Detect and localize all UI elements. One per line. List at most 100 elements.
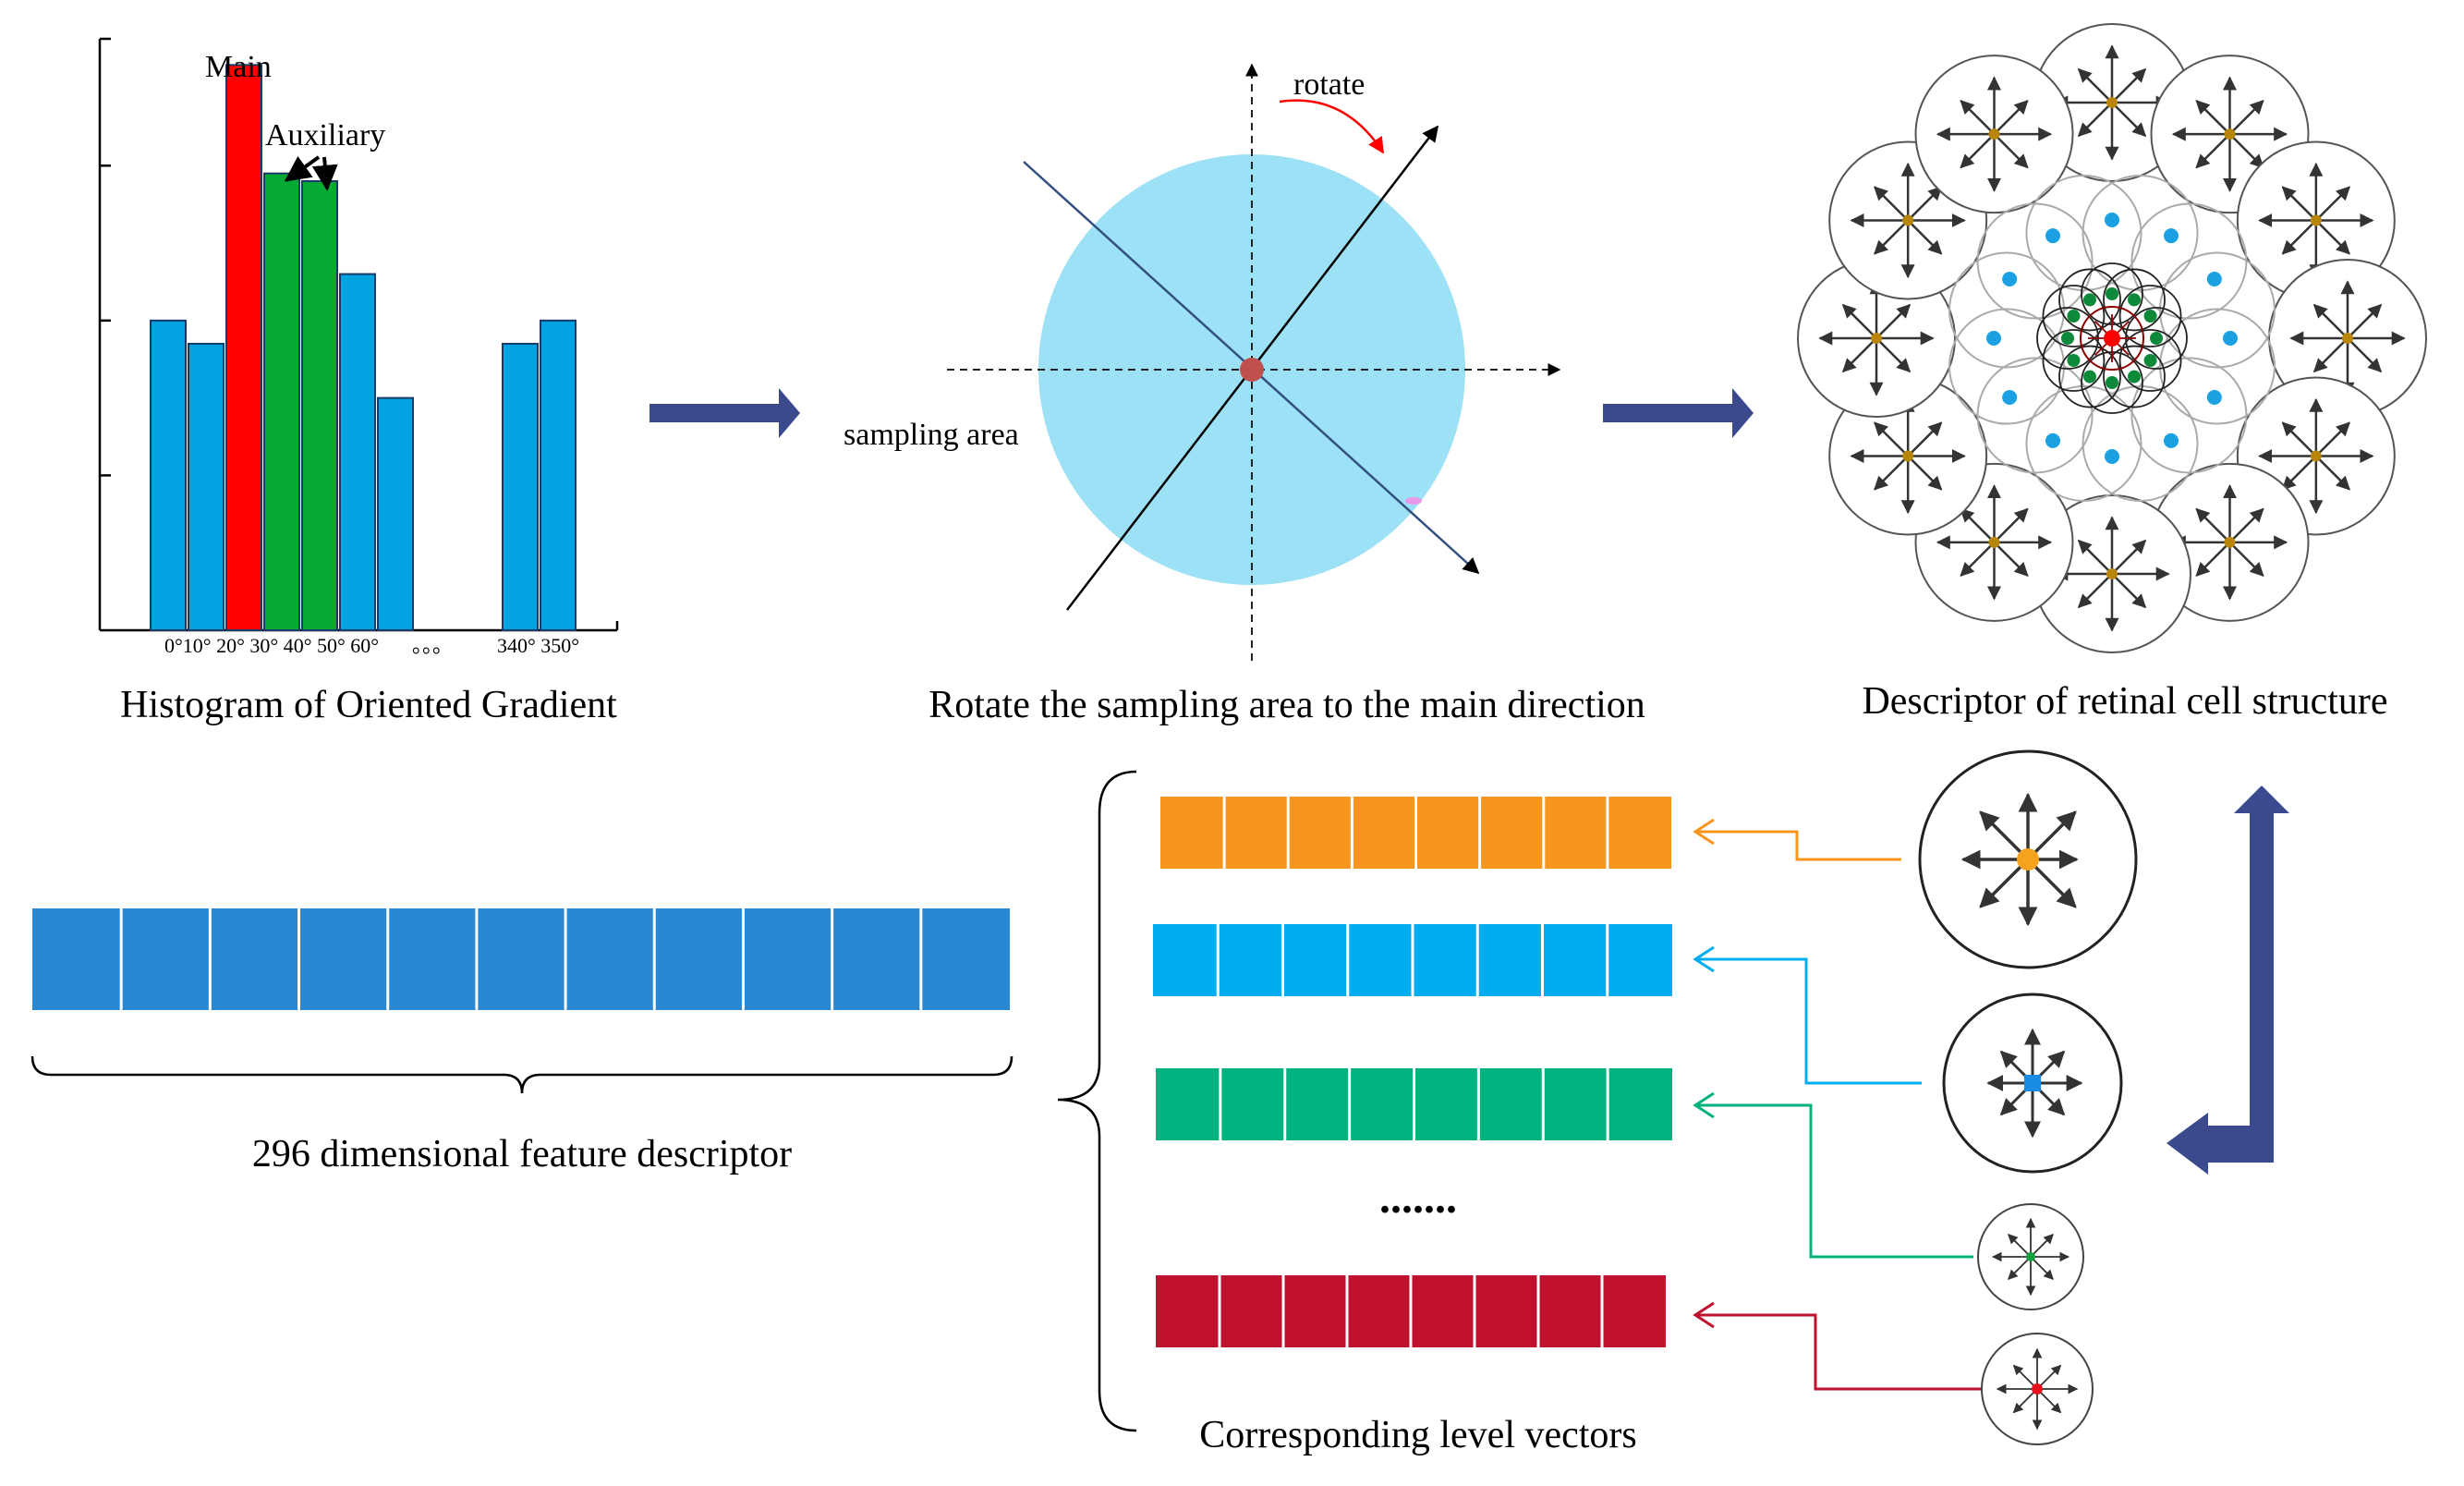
- level-ellipsis: .......: [1379, 1174, 1457, 1223]
- gradient-arrow: [2195, 133, 2231, 169]
- main-label: Main: [205, 50, 272, 84]
- inner-ring-circle: [2118, 329, 2182, 392]
- level-caption: Corresponding level vectors: [1199, 1414, 1637, 1456]
- gradient-arrow: [2195, 507, 2231, 543]
- gradient-arrow: [2111, 102, 2147, 138]
- gradient-arrow: [2077, 67, 2113, 104]
- feature-brace: [30, 1055, 1014, 1094]
- gradient-arrow: [1993, 541, 2029, 577]
- connector-orange-head: [1693, 818, 1715, 846]
- histogram-chart: Main Auxiliary 0°10° 20° 30° 40° 50° 60°…: [98, 37, 619, 726]
- hist-bar-10°: [188, 342, 225, 631]
- hist-bar-30°: [263, 172, 300, 631]
- connector-blue-head: [1693, 945, 1715, 973]
- mid-ring-circle: [2025, 175, 2142, 292]
- mid-ring-dot: [2206, 390, 2222, 405]
- cell-center: [1902, 214, 1914, 226]
- center-dot: [2104, 330, 2120, 347]
- gradient-arrow: [2228, 541, 2264, 577]
- rotate-arrow: [1279, 99, 1385, 154]
- cell-center: [1902, 450, 1914, 462]
- hist-bar-50°: [339, 273, 376, 631]
- gradient-arrow: [1960, 100, 1996, 136]
- feature-caption: 296 dimensional feature descriptor: [252, 1133, 792, 1175]
- gradient-arrow: [2195, 100, 2231, 136]
- gradient-arrow: [2195, 541, 2231, 577]
- gradient-arrow: [2312, 303, 2349, 339]
- connector-blue: [1695, 957, 1922, 1085]
- connector-green-head: [1693, 1091, 1715, 1119]
- inner-ring-dot: [2083, 370, 2096, 384]
- mid-ring-dot: [2206, 272, 2222, 286]
- rotate-label: rotate: [1293, 67, 1365, 102]
- flow-arrow-2: [1603, 388, 1754, 438]
- gradient-arrow: [2111, 539, 2147, 575]
- hist-bar-340°: [502, 342, 539, 631]
- cell-center: [2026, 1252, 2035, 1261]
- mid-ring-circle: [2082, 384, 2199, 502]
- hist-bar-0°: [150, 319, 187, 631]
- hist-tick-labels-right: 340° 350°: [497, 634, 579, 657]
- gradient-arrow: [1960, 507, 1996, 543]
- connector-red-head: [1693, 1301, 1715, 1329]
- gradient-arrow: [2030, 1256, 2054, 1280]
- mid-ring-dot: [2002, 390, 2018, 405]
- retinal-caption: Descriptor of retinal cell structure: [1862, 680, 2387, 723]
- inner-ring-dot: [2067, 354, 2081, 367]
- gradient-arrow: [1993, 133, 2029, 169]
- gradient-arrow: [2036, 1388, 2062, 1414]
- gradient-arrow: [2036, 1364, 2062, 1390]
- gradient-arrow: [2228, 507, 2264, 543]
- gradient-arrow: [2008, 1256, 2032, 1280]
- hist-bar-60°: [377, 396, 414, 632]
- hist-bars: [150, 64, 577, 632]
- inner-ring-circle: [2058, 268, 2121, 332]
- hist-bar-40°: [301, 180, 338, 631]
- gradient-arrow: [2314, 219, 2350, 255]
- gradient-arrow: [2077, 573, 2113, 609]
- cell-center: [2310, 214, 2322, 226]
- inner-ring-circle: [2103, 345, 2166, 408]
- gradient-arrow: [2281, 219, 2317, 255]
- gradient-arrow: [1907, 219, 1943, 255]
- cell-center: [1988, 536, 2000, 548]
- inner-ring-dot: [2067, 310, 2081, 323]
- auxiliary-arrow-left: [284, 155, 321, 182]
- inner-ring-dot: [2150, 332, 2163, 345]
- gradient-arrow: [2008, 1234, 2032, 1258]
- gradient-arrow: [2111, 573, 2147, 609]
- mid-ring-dot: [2164, 432, 2179, 448]
- histogram-caption: Histogram of Oriented Gradient: [120, 684, 617, 726]
- gradient-arrow: [2347, 337, 2383, 373]
- return-arrow: [2167, 786, 2289, 1175]
- gradient-arrow: [2312, 337, 2349, 373]
- gradient-arrow: [2314, 421, 2350, 457]
- cell-center: [2106, 568, 2118, 579]
- gradient-arrow: [2281, 421, 2317, 457]
- gradient-arrow: [1874, 186, 1910, 222]
- inner-ring-dot: [2128, 293, 2141, 307]
- cell-center: [2310, 450, 2322, 462]
- sampling-area-label: sampling area: [844, 418, 1019, 452]
- gradient-arrow: [1960, 541, 1996, 577]
- gradient-arrow: [1993, 100, 2029, 136]
- level-brace: [1057, 770, 1137, 1432]
- gradient-arrow: [2281, 455, 2317, 491]
- gradient-arrow: [1979, 858, 2030, 908]
- cell-center: [2024, 1075, 2041, 1091]
- inner-ring-circle: [2042, 285, 2106, 347]
- gradient-arrow: [2347, 303, 2383, 339]
- rotation-panel: rotate sampling area Rotate the sampling…: [844, 63, 1645, 726]
- gradient-arrow: [1993, 507, 2029, 543]
- level-vectors: [1153, 797, 1672, 1347]
- gradient-arrow: [2012, 1388, 2038, 1414]
- auxiliary-label: Auxiliary: [265, 118, 385, 152]
- mid-ring-circle: [2158, 251, 2276, 369]
- gradient-arrow: [2111, 67, 2147, 104]
- gradient-arrow: [2012, 1364, 2038, 1390]
- mid-ring-dot: [2223, 331, 2238, 346]
- cell-center: [2224, 536, 2236, 548]
- gradient-arrow: [1841, 303, 1877, 339]
- inner-ring-circle: [2058, 345, 2121, 408]
